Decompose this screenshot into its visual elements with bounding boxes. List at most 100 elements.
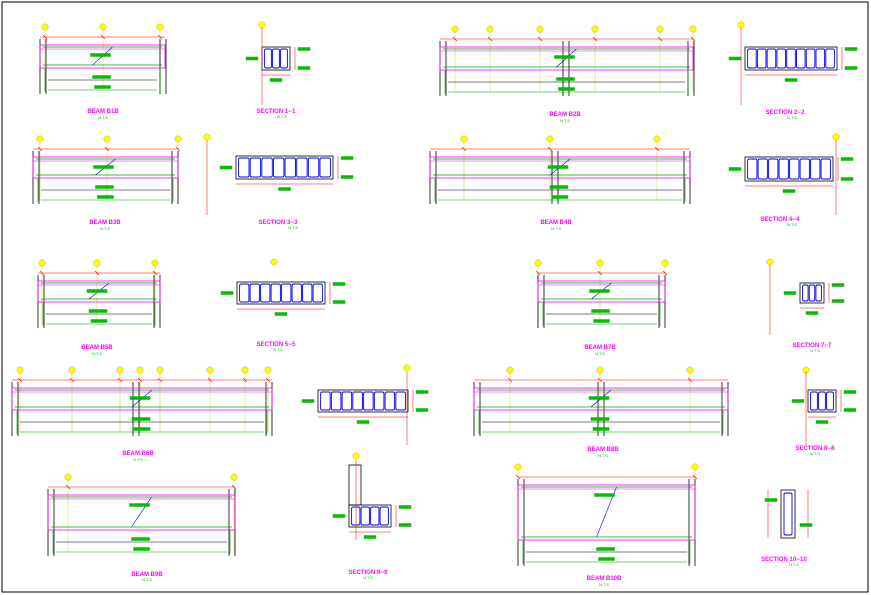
rebar-label — [844, 66, 858, 70]
rebar-label — [764, 498, 778, 502]
section-outline — [799, 282, 825, 304]
grid-marker — [156, 366, 164, 374]
dimension-tick — [547, 146, 553, 152]
view-scale: N.T.S — [133, 457, 143, 462]
grid-marker — [460, 135, 468, 143]
dimension-tick — [104, 146, 110, 152]
rebar-label — [558, 87, 575, 91]
view-title: BEAM B6B — [122, 451, 154, 457]
dimension-tick — [207, 377, 213, 383]
view-title: SECTION 1--1 — [256, 109, 296, 115]
section-outline — [744, 156, 834, 182]
rebar-label — [840, 157, 854, 161]
rebar-label — [129, 503, 150, 507]
grid-marker — [832, 133, 840, 141]
rebar-label — [784, 78, 798, 82]
grid-marker — [64, 473, 72, 481]
section-outline — [780, 489, 796, 539]
grid-marker — [36, 135, 44, 143]
rebar-label — [245, 56, 259, 61]
rebar-label — [332, 282, 346, 286]
rebar-label — [129, 396, 151, 400]
dimension-tick — [39, 270, 45, 276]
dimension-tick — [100, 34, 106, 40]
dimension-tick — [265, 377, 271, 383]
beam-outline — [47, 494, 236, 531]
stirrup — [799, 158, 810, 180]
dimension-tick — [242, 377, 248, 383]
grid-marker — [766, 258, 774, 266]
stirrup — [307, 157, 320, 178]
stirrup — [815, 284, 822, 302]
grid-marker — [596, 366, 604, 374]
dimension-tick — [42, 34, 48, 40]
rebar-label — [415, 408, 429, 412]
view-scale: N.T.S — [595, 351, 605, 356]
beam-outline — [439, 46, 694, 71]
rebar-label — [398, 523, 412, 527]
view-title: SECTION 5--5 — [256, 342, 296, 348]
stirrup — [370, 506, 380, 526]
grid-marker — [136, 366, 144, 374]
stirrup — [384, 391, 396, 411]
view-scale: N.T.S — [288, 225, 298, 230]
stirrup — [766, 48, 777, 69]
view-scale: N.T.S — [363, 575, 373, 580]
stirrup — [264, 48, 272, 69]
grid-marker — [546, 135, 554, 143]
grid-marker — [93, 259, 101, 267]
section-outline — [236, 281, 326, 305]
beam-outline — [32, 156, 179, 179]
stirrup — [363, 391, 374, 411]
grid-marker — [691, 463, 699, 471]
dimension-tick — [37, 146, 43, 152]
rebar-label — [131, 417, 151, 421]
stirrup — [249, 157, 262, 178]
grid-marker — [486, 25, 494, 33]
stirrup — [280, 48, 288, 69]
grid-marker — [534, 259, 542, 267]
stirrup — [395, 391, 406, 411]
rebar-label — [728, 167, 742, 171]
bent-bar — [131, 496, 152, 528]
rebar-label — [297, 66, 311, 70]
drawings-layer — [11, 21, 858, 566]
dimension-tick — [537, 36, 543, 42]
rebar-label — [415, 390, 429, 394]
grid-marker — [151, 259, 159, 267]
rebar-label — [843, 390, 857, 394]
stirrup — [747, 48, 757, 69]
view-scale: N.T.S — [598, 453, 608, 458]
rebar-label — [88, 309, 108, 313]
dimension-tick — [692, 474, 698, 480]
rebar-label — [97, 195, 114, 199]
stirrup — [319, 157, 331, 178]
stirrup — [810, 391, 818, 411]
rebar-label — [815, 420, 829, 424]
rebar-label — [131, 537, 150, 541]
rebar-label — [588, 396, 610, 400]
section-outline — [348, 504, 392, 528]
stirrup — [810, 158, 821, 180]
stirrup — [826, 391, 834, 411]
grid-marker — [352, 452, 360, 460]
rebar-label — [594, 493, 615, 497]
rebar-label — [133, 427, 151, 431]
stirrup — [272, 48, 280, 69]
grid-marker — [68, 366, 76, 374]
stirrup — [757, 158, 768, 180]
rebar-label — [356, 420, 370, 424]
view-scale: N.T.S — [92, 351, 102, 356]
view-scale: N.T.S — [789, 562, 799, 567]
stirrup — [360, 506, 370, 526]
rebar-label — [782, 189, 796, 193]
stirrup — [756, 48, 767, 69]
stirrup — [808, 284, 816, 302]
rebar-label — [547, 165, 569, 169]
rebar-label — [592, 427, 610, 431]
rebar-label — [598, 557, 615, 561]
view-scale: N.T.S — [560, 118, 570, 123]
beam-outline — [517, 484, 696, 541]
rebar-label — [783, 291, 797, 295]
rebar-label — [799, 523, 813, 527]
